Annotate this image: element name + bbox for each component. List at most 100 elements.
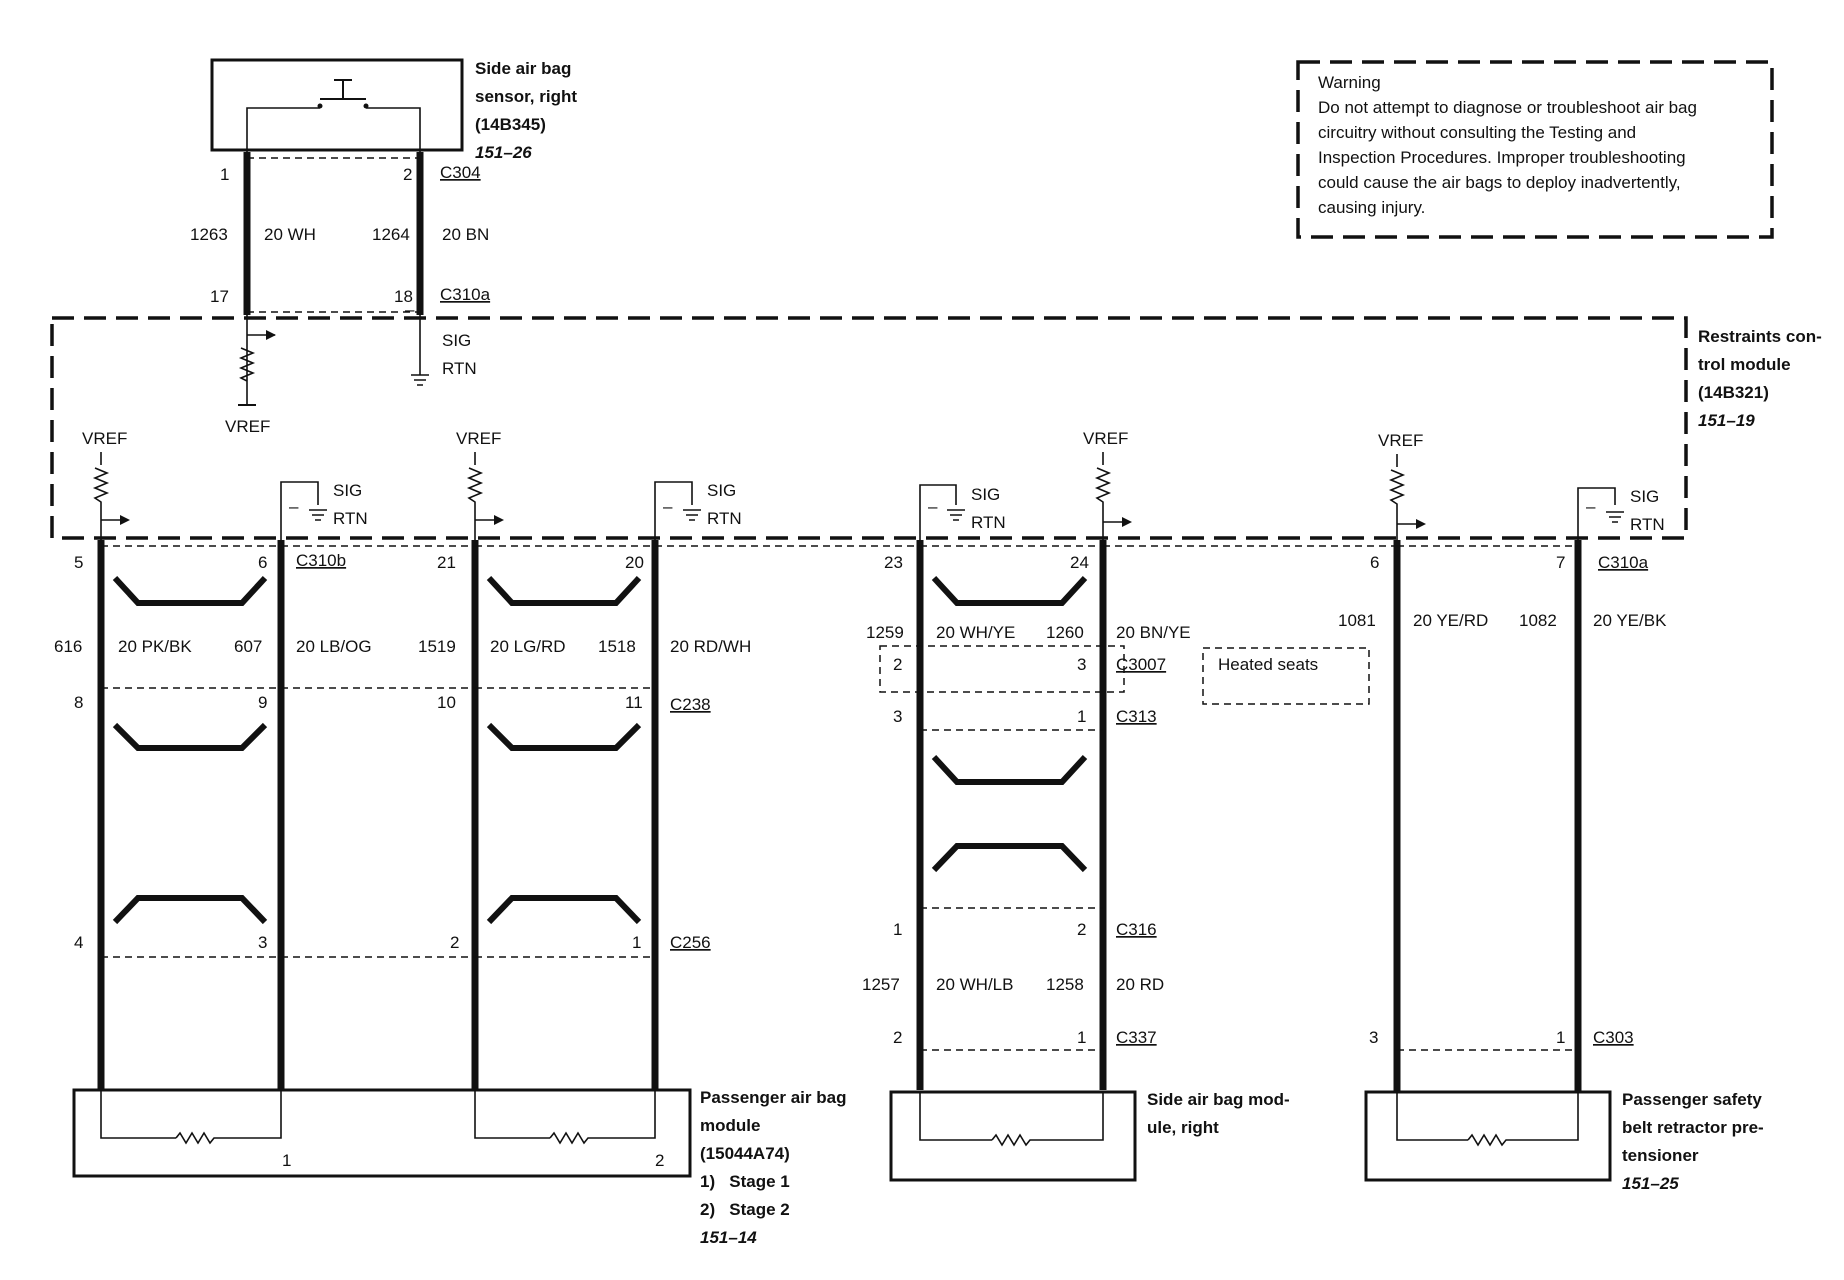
- wire-color: 20 WH/YE: [936, 623, 1015, 642]
- connector-c256: C256: [670, 933, 711, 952]
- passenger-module-label: (15044A74): [700, 1144, 790, 1163]
- ground-icon: [309, 509, 327, 521]
- circuit-number: 616: [54, 637, 82, 656]
- pin-label: 6: [258, 553, 267, 572]
- pin-label: 3: [893, 707, 902, 726]
- circuit-group-stage1: VREF – SIG RTN 5 6 C310b 616 20 PK/BK 60…: [54, 429, 372, 1090]
- connector-c310b: C310b: [296, 551, 346, 570]
- passenger-module-box: [72, 1088, 692, 1178]
- circuit-number: 1259: [866, 623, 904, 642]
- rtn-label: RTN: [707, 509, 742, 528]
- vref-label: VREF: [1083, 429, 1128, 448]
- pin-label: 1: [632, 933, 641, 952]
- pin-label: 2: [893, 655, 902, 674]
- minus-sign: –: [663, 497, 673, 516]
- connector-c304: C304: [440, 163, 481, 182]
- sig-label: SIG: [442, 331, 471, 350]
- pin-label: 3: [1077, 655, 1086, 674]
- warning-line: could cause the air bags to deploy inadv…: [1318, 173, 1681, 192]
- pretensioner-label: belt retractor pre-: [1622, 1118, 1764, 1137]
- pretensioner-box: [1364, 1090, 1612, 1182]
- squib-resistor-icon: [549, 1131, 592, 1145]
- passenger-module-label: 2) Stage 2: [700, 1200, 790, 1219]
- wire-color: 20 WH/LB: [936, 975, 1013, 994]
- resistor-icon: [466, 452, 484, 545]
- sig-label: SIG: [1630, 487, 1659, 506]
- circuit-number: 1263: [190, 225, 228, 244]
- module-pin: 2: [655, 1151, 664, 1170]
- rcm-label: (14B321): [1698, 383, 1769, 402]
- pin-label: 17: [210, 287, 229, 306]
- connector-c310a: C310a: [440, 285, 491, 304]
- circuit-group-pretensioner: VREF – SIG RTN 6 7 C310a 1081 20 YE/RD 1…: [1103, 431, 1667, 1092]
- circuit-number: 1264: [372, 225, 410, 244]
- sig-label: SIG: [333, 481, 362, 500]
- wire-color: 20 YE/BK: [1593, 611, 1667, 630]
- circuit-number: 1519: [418, 637, 456, 656]
- pin-label: 2: [1077, 920, 1086, 939]
- side-module-label: ule, right: [1147, 1118, 1219, 1137]
- pin-label: 3: [1369, 1028, 1378, 1047]
- ground-icon: [1606, 511, 1624, 523]
- rcm-label: Restraints con-: [1698, 327, 1822, 346]
- sensor-box: [210, 58, 464, 152]
- squib-resistor-icon: [175, 1131, 218, 1145]
- wire-color: 20 PK/BK: [118, 637, 192, 656]
- squib-resistor-icon: [991, 1133, 1034, 1147]
- circuit-number: 1257: [862, 975, 900, 994]
- pin-label: 24: [1070, 553, 1089, 572]
- minus-sign: –: [1586, 497, 1596, 516]
- pin-label: 9: [258, 693, 267, 712]
- signal-arrow-icon: [120, 515, 130, 525]
- wire-color: 20 WH: [264, 225, 316, 244]
- circuit-number: 1260: [1046, 623, 1084, 642]
- rcm-ref: 151–19: [1698, 411, 1755, 430]
- pin-label: 2: [403, 165, 412, 184]
- wire-color: 20 LG/RD: [490, 637, 566, 656]
- connector-c313: C313: [1116, 707, 1157, 726]
- wire-color: 20 RD: [1116, 975, 1164, 994]
- pretensioner-ref: 151–25: [1622, 1174, 1679, 1193]
- connector-c303: C303: [1593, 1028, 1634, 1047]
- signal-arrow-icon: [1416, 519, 1426, 529]
- pin-label: 1: [220, 165, 229, 184]
- pin-label: 21: [437, 553, 456, 572]
- warning-frame: [1296, 60, 1774, 239]
- warning-box: Warning Do not attempt to diagnose or tr…: [1318, 70, 1768, 220]
- pin-label: 3: [258, 933, 267, 952]
- vref-label: VREF: [82, 429, 127, 448]
- side-module-label: Side air bag mod-: [1147, 1090, 1290, 1109]
- minus-sign: –: [928, 497, 938, 516]
- rtn-label: RTN: [333, 509, 368, 528]
- pin-label: 23: [884, 553, 903, 572]
- passenger-module-label: Passenger air bag: [700, 1088, 846, 1107]
- signal-arrow-icon: [494, 515, 504, 525]
- pin-label: 18: [394, 287, 413, 306]
- pin-label: 1: [1556, 1028, 1565, 1047]
- heated-seats-box: [1202, 647, 1370, 705]
- resistor-icon: [1094, 452, 1112, 545]
- circuit-group-stage2: VREF – SIG RTN 21 20 1519 20 LG/RD 1518 …: [281, 429, 751, 1090]
- circuit-number: 1082: [1519, 611, 1557, 630]
- pin-label: 7: [1556, 553, 1565, 572]
- pin-label: 8: [74, 693, 83, 712]
- rtn-label: RTN: [442, 359, 477, 378]
- connector-c3007: C3007: [1116, 655, 1166, 674]
- rtn-label: RTN: [1630, 515, 1665, 534]
- warning-title: Warning: [1318, 73, 1381, 92]
- heated-seats-label: Heated seats: [1218, 655, 1318, 674]
- ground-icon: [683, 509, 701, 521]
- circuit-number: 1081: [1338, 611, 1376, 630]
- signal-arrow-icon: [266, 330, 276, 340]
- heated-seats-option-frame: [879, 645, 1125, 693]
- warning-line: causing injury.: [1318, 198, 1426, 217]
- connector-c337: C337: [1116, 1028, 1157, 1047]
- rtn-label: RTN: [971, 513, 1006, 532]
- sensor-label: Side air bag: [475, 59, 571, 78]
- side-module-box: [889, 1090, 1137, 1182]
- minus-sign: –: [405, 300, 415, 319]
- pretensioner-label: Passenger safety: [1622, 1090, 1762, 1109]
- signal-arrow-icon: [1122, 517, 1132, 527]
- wire-color: 20 BN: [442, 225, 489, 244]
- wire-color: 20 BN/YE: [1116, 623, 1191, 642]
